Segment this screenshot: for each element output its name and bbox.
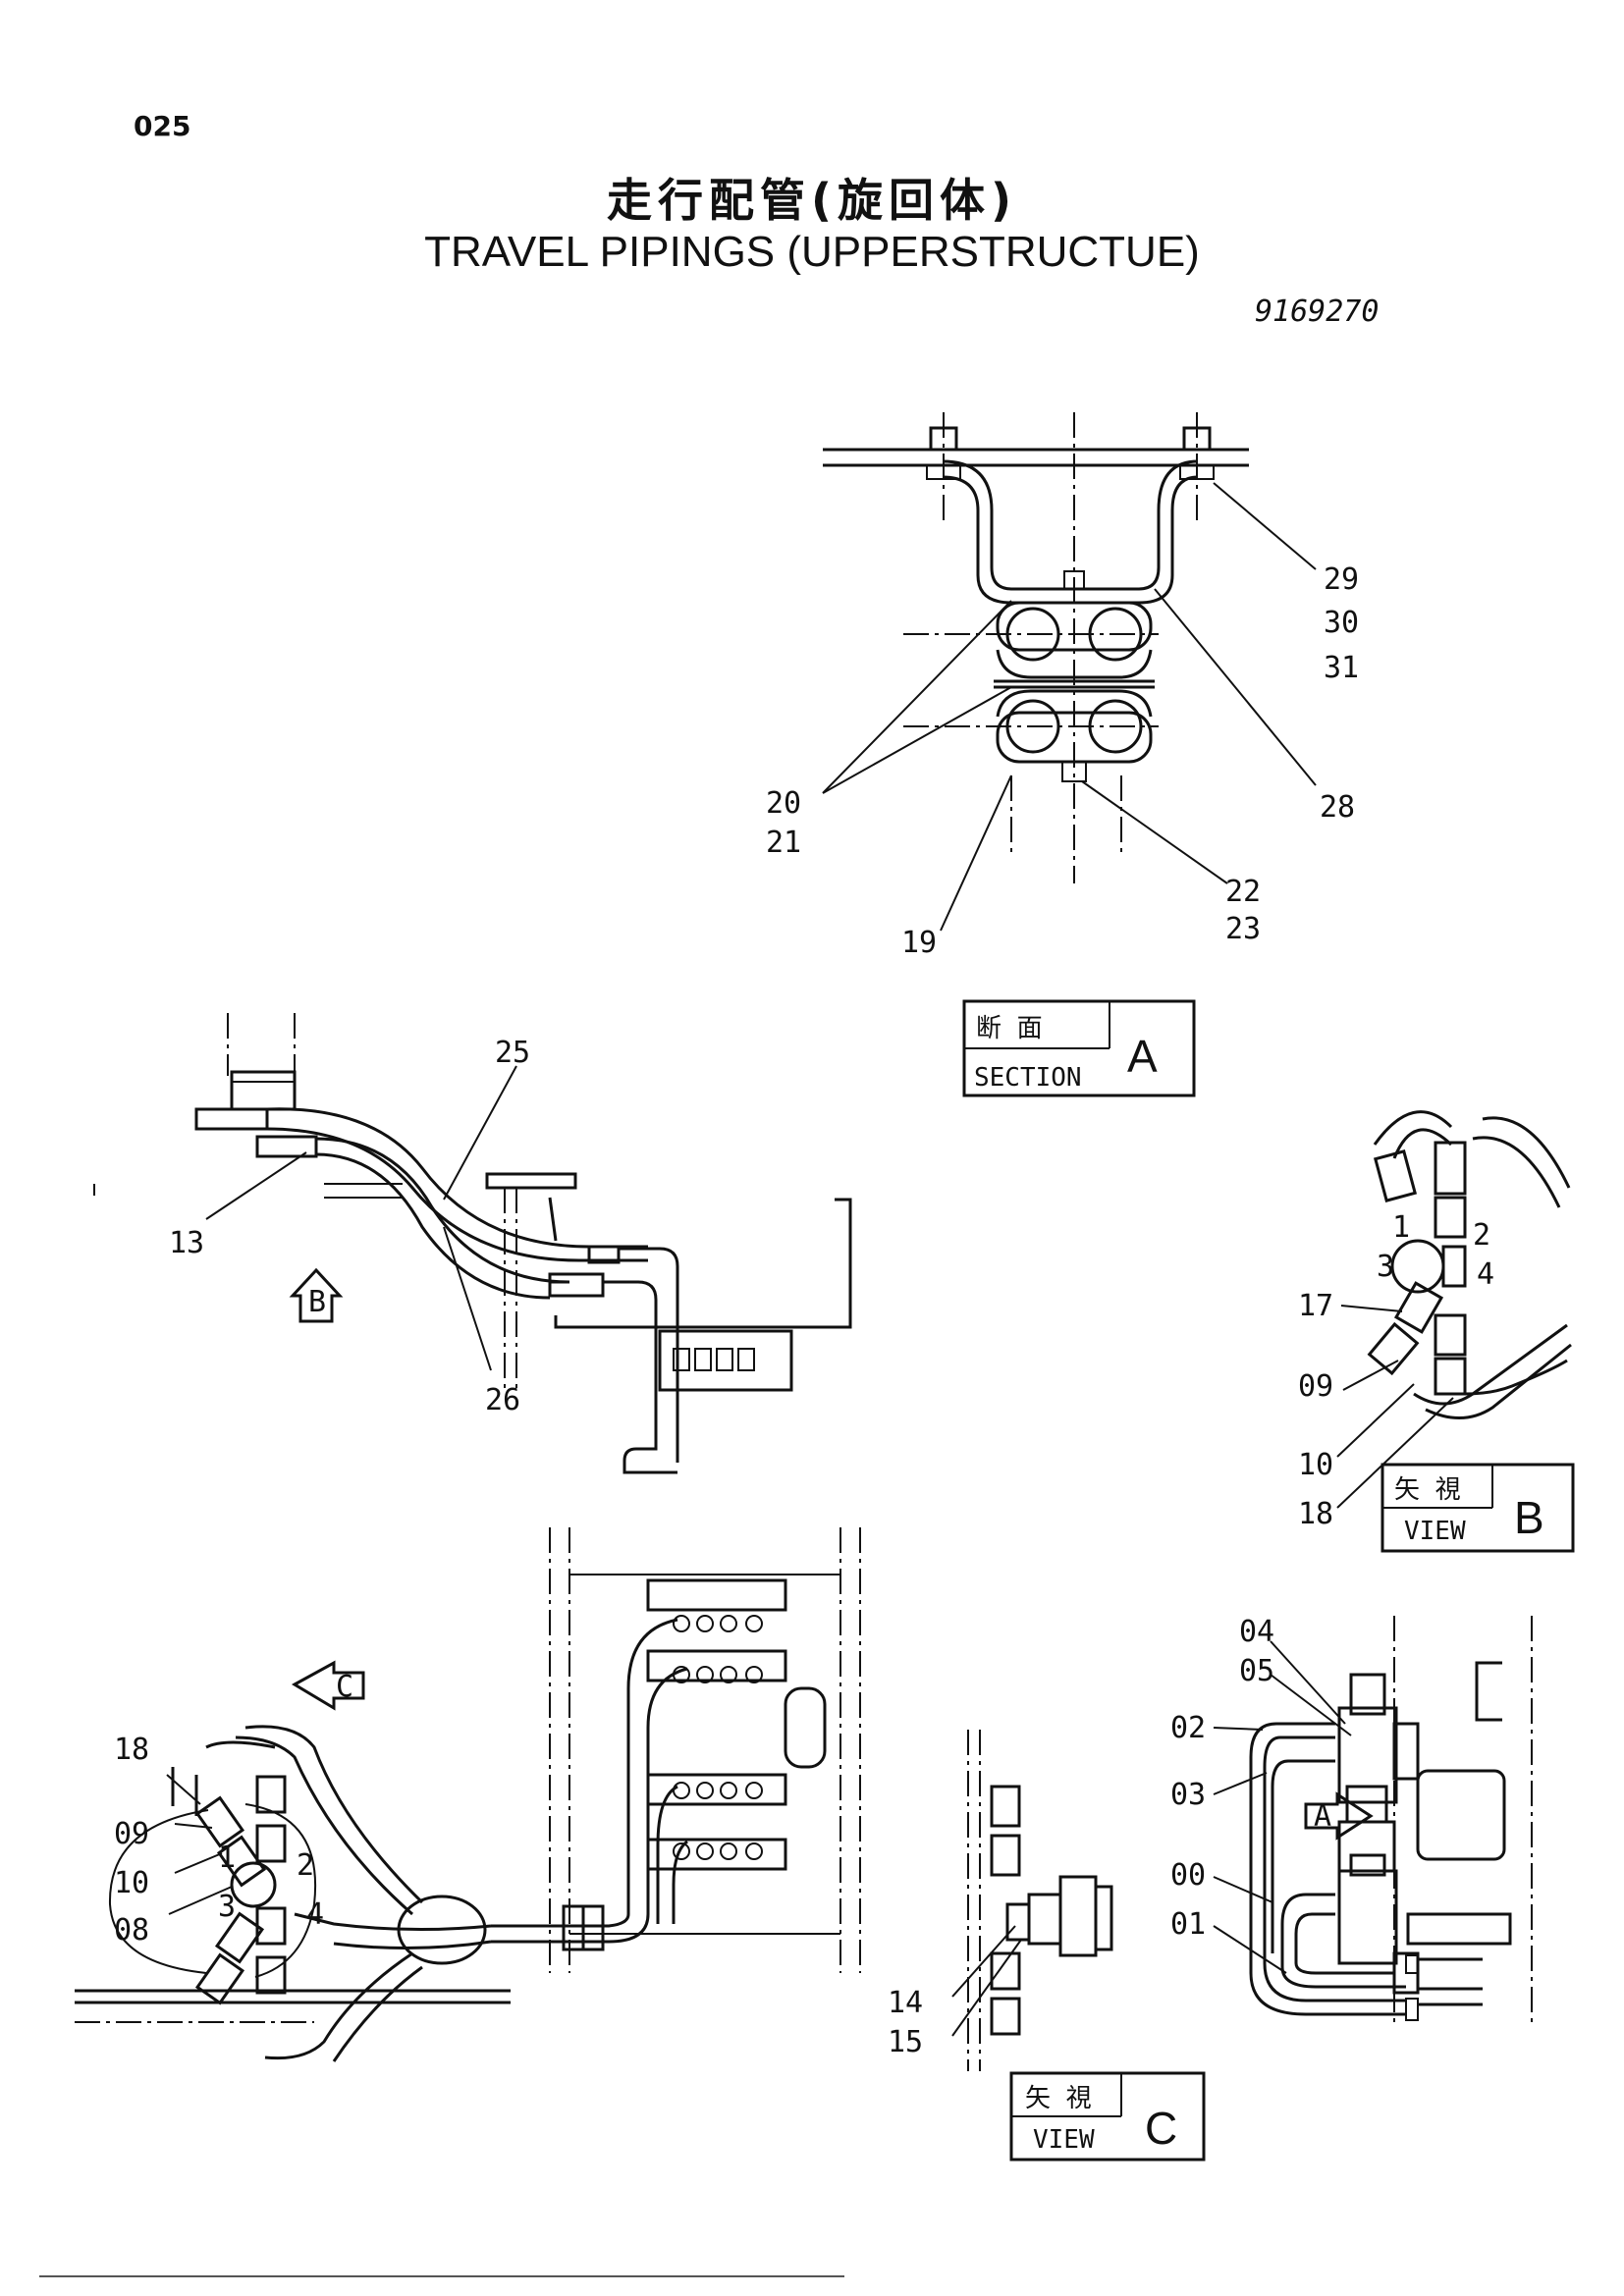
title-japanese: 走行配管(旋回体) [606, 174, 1018, 227]
callout-09: 09 [1298, 1369, 1333, 1404]
view-b-drawing [1336, 1110, 1572, 1509]
view-c-drawing [951, 1730, 1113, 2071]
callout-22: 22 [1225, 875, 1261, 909]
view-b-port-1: 1 [1392, 1210, 1410, 1245]
callout-18-b: 18 [1298, 1497, 1333, 1531]
view-b-label-box [1380, 1463, 1575, 1553]
callout-05: 05 [1239, 1654, 1274, 1688]
callout-31: 31 [1324, 651, 1359, 685]
callout-30: 30 [1324, 606, 1359, 640]
callout-15: 15 [888, 2025, 923, 2059]
callout-00: 00 [1170, 1858, 1206, 1893]
callout-28: 28 [1320, 790, 1355, 825]
valve-view-drawing [1213, 1616, 1533, 2028]
plan-port-2: 2 [297, 1848, 314, 1883]
callout-26: 26 [485, 1383, 520, 1417]
view-c-jp: 矢 視 [1025, 2084, 1092, 2113]
plan-port-4: 4 [306, 1897, 324, 1932]
title-english: TRAVEL PIPINGS (UPPERSTRUCTUE) [424, 228, 1200, 276]
callout-21: 21 [766, 826, 801, 860]
view-b-port-2: 2 [1473, 1218, 1490, 1253]
view-b-jp: 矢 視 [1394, 1475, 1461, 1505]
view-b-port-3: 3 [1377, 1250, 1394, 1284]
view-b-letter: B [1514, 1492, 1544, 1543]
arrow-c-letter: C [336, 1670, 353, 1704]
callout-10: 10 [1298, 1448, 1333, 1482]
plan-port-1: 1 [218, 1841, 236, 1875]
section-a-drawing [822, 412, 1317, 932]
callout-19: 19 [901, 926, 937, 960]
view-b-port-4: 4 [1477, 1257, 1494, 1292]
callout-20: 20 [766, 786, 801, 821]
page-number: 025 [134, 110, 191, 142]
callout-09-c: 09 [114, 1817, 149, 1851]
callout-03: 03 [1170, 1778, 1206, 1812]
arrow-a-letter: A [1314, 1799, 1331, 1834]
callout-10-c: 10 [114, 1866, 149, 1900]
callout-13: 13 [169, 1226, 204, 1260]
callout-02: 02 [1170, 1711, 1206, 1745]
callout-08: 08 [114, 1913, 149, 1948]
callout-29: 29 [1324, 562, 1359, 597]
callout-04: 04 [1239, 1615, 1274, 1649]
callout-18-c: 18 [114, 1733, 149, 1767]
section-a-jp: 断 面 [976, 1014, 1043, 1043]
view-c-label-box [1009, 2071, 1206, 2162]
drawing-code: 9169270 [1255, 294, 1380, 329]
side-view-drawing [93, 1013, 852, 1474]
footer-rule [39, 2275, 844, 2277]
arrow-b-letter: B [308, 1285, 326, 1319]
plan-view-drawing [75, 1527, 861, 2062]
callout-23: 23 [1225, 912, 1261, 946]
view-c-en: VIEW [1033, 2125, 1095, 2155]
section-a-en: SECTION [974, 1063, 1082, 1093]
plan-port-3: 3 [218, 1890, 236, 1924]
section-a-letter: A [1127, 1031, 1158, 1082]
view-b-en: VIEW [1404, 1517, 1466, 1546]
callout-01: 01 [1170, 1907, 1206, 1942]
view-c-letter: C [1145, 2103, 1177, 2154]
section-a-label-box [962, 999, 1196, 1097]
callout-14: 14 [888, 1986, 923, 2020]
callout-25: 25 [495, 1036, 530, 1070]
callout-17: 17 [1298, 1289, 1333, 1323]
